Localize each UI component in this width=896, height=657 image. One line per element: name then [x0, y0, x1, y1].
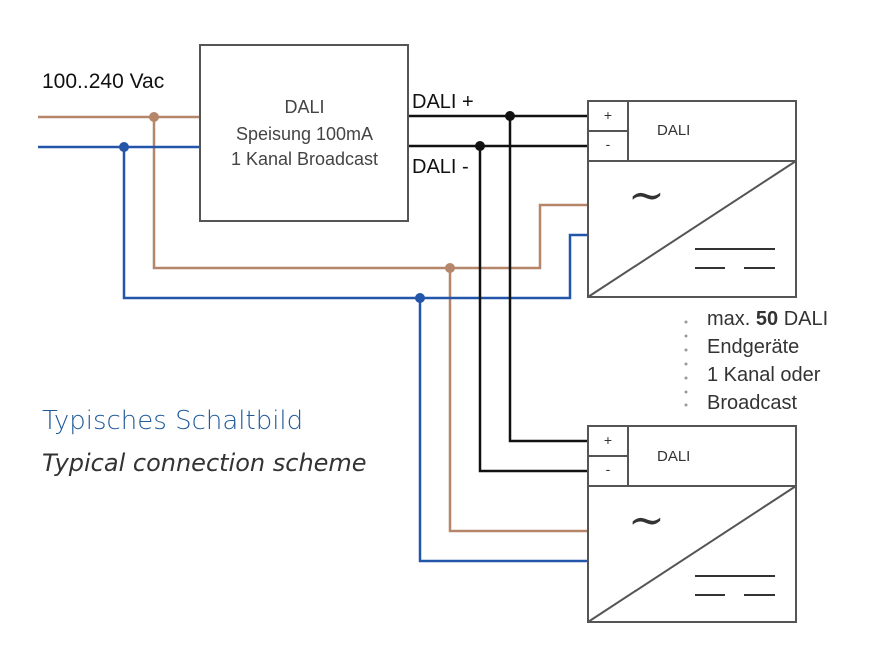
dali-bus-wires: [408, 114, 588, 473]
dali-minus-label: DALI -: [412, 156, 469, 178]
ellipsis-dots: [684, 320, 688, 407]
live-wire-device2: [448, 268, 588, 533]
power-supply-title: DALI: [284, 97, 325, 117]
ellipsis-dot: [684, 376, 688, 380]
junction-dot: [415, 293, 425, 303]
junction-dot: [445, 263, 455, 273]
note-suffix: DALI: [778, 308, 829, 330]
device-2-outline: [587, 425, 797, 623]
power-supply-current: Speisung 100mA: [235, 124, 374, 144]
caption-subtitle: Typical connection scheme: [42, 449, 367, 477]
junctions: [119, 111, 515, 303]
power-supply-mode: 1 Kanal Broadcast: [230, 149, 379, 169]
ac-symbol-icon: ~: [628, 170, 665, 221]
ellipsis-dot: [684, 403, 688, 407]
caption-title: Typisches Schaltbild: [42, 406, 304, 436]
ellipsis-dot: [684, 348, 688, 352]
ellipsis-dot: [684, 390, 688, 394]
ellipsis-dot: [684, 362, 688, 366]
ac-symbol-icon: ~: [628, 495, 665, 546]
junction-dot: [119, 142, 129, 152]
note-line-4: Broadcast: [707, 392, 798, 414]
note-count: 50: [755, 308, 779, 330]
device-2-plus-terminal: +: [603, 432, 613, 448]
dali-device-2: [587, 425, 797, 623]
power-supply-box: [199, 44, 409, 222]
junction-dot: [475, 141, 485, 151]
device-2-diagonal: [587, 485, 797, 623]
device-1-minus-terminal: -: [605, 136, 611, 152]
junction-dot: [149, 112, 159, 122]
note-line-2: Endgeräte: [707, 336, 800, 358]
dali-plus-label: DALI +: [412, 91, 474, 113]
ellipsis-dot: [684, 334, 688, 338]
neutral-wire-drop: [122, 147, 588, 300]
device-2-label: DALI: [657, 448, 691, 465]
note-prefix: max.: [707, 308, 756, 330]
dali-minus-drop: [478, 146, 588, 473]
device-1-terminal-block: [588, 101, 796, 162]
dali-device-1: [587, 100, 797, 298]
device-2-terminal-block: [588, 426, 796, 487]
dc-symbol-icon: [695, 575, 775, 596]
ellipsis-dot: [684, 320, 688, 324]
dc-symbol-icon: [695, 248, 775, 269]
supply-voltage-label: 100..240 Vac: [42, 70, 165, 93]
dali-plus-drop: [508, 116, 588, 443]
live-wires: [38, 115, 588, 533]
device-1-outline: [587, 100, 797, 298]
device-1-plus-terminal: +: [603, 107, 613, 123]
device-2-minus-terminal: -: [605, 461, 611, 477]
device-1-label: DALI: [657, 122, 691, 139]
neutral-wire-device2: [418, 298, 588, 563]
device-1-diagonal: [587, 160, 797, 298]
max-devices-note: max. 50 DALI: [707, 305, 828, 333]
live-wire-drop: [152, 117, 588, 270]
junction-dot: [505, 111, 515, 121]
note-line-3: 1 Kanal oder: [707, 364, 821, 386]
